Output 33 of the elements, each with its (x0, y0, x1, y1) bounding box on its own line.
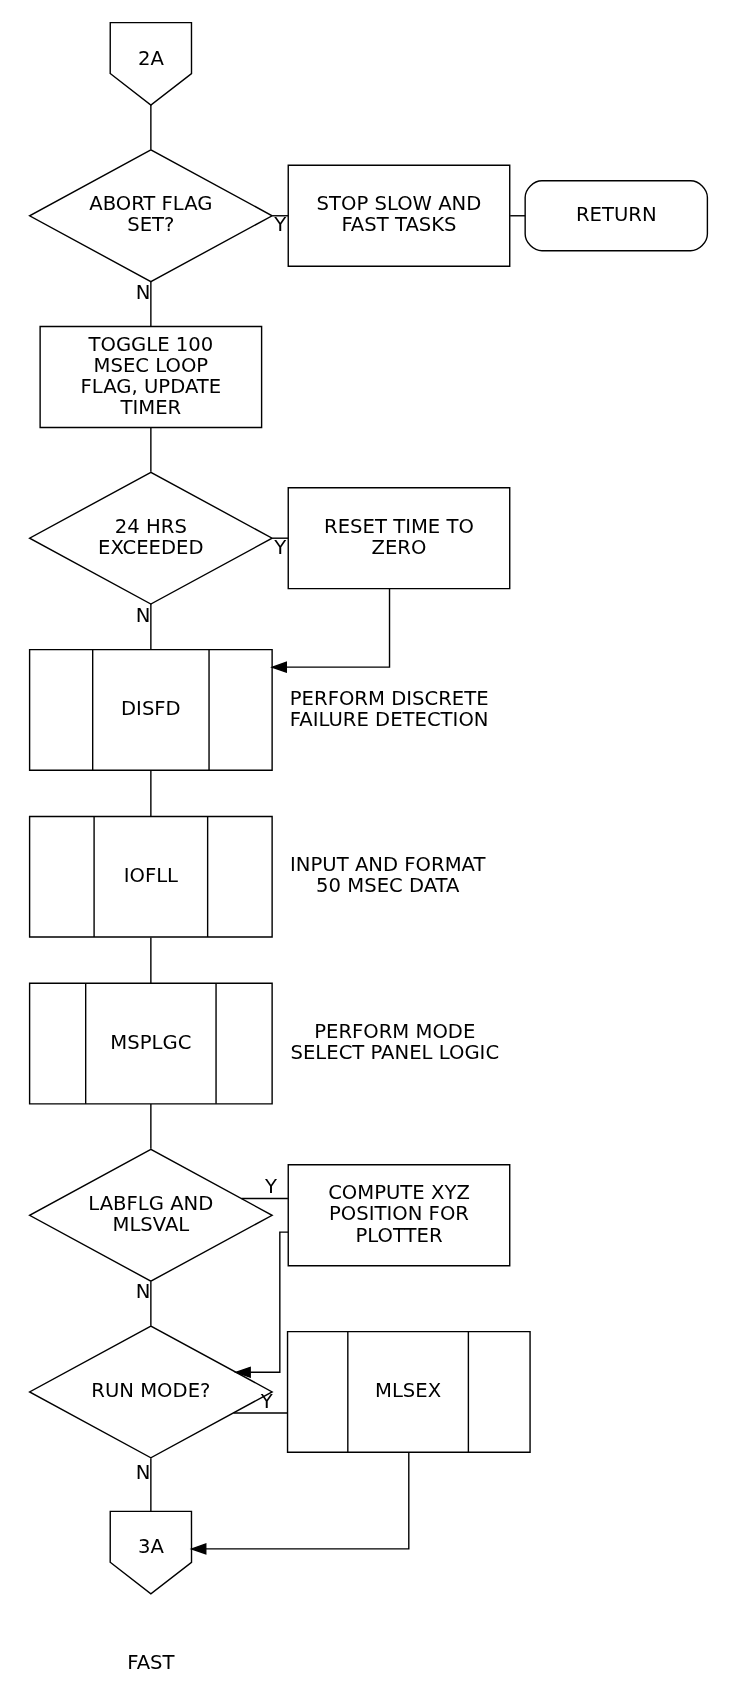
connector (240, 1197, 289, 1200)
arrow (189, 1451, 410, 1555)
connector (150, 603, 152, 651)
edge-label: Y (260, 1389, 273, 1413)
connector (232, 1412, 288, 1414)
node-diamond: ABORT FLAG SET? (28, 149, 274, 283)
node-label: PERFORM DISCRETE FAILURE DETECTION (289, 686, 489, 731)
node-box: RESET TIME TO ZERO (287, 487, 511, 590)
node-label: PERFORM MODE SELECT PANEL LOGIC (290, 1020, 500, 1065)
edge-label: N (135, 280, 151, 304)
edge-label: N (135, 1280, 151, 1304)
node-box: STOP SLOW AND FAST TASKS (287, 164, 511, 267)
edge-label: Y (274, 213, 287, 237)
connector (150, 1457, 152, 1512)
connector (150, 281, 152, 327)
connector (150, 769, 152, 818)
node-box: TOGGLE 100 MSEC LOOP FLAG, UPDATE TIMER (39, 325, 263, 429)
edge-label: N (135, 1461, 151, 1485)
connector (271, 537, 289, 539)
connector (150, 936, 152, 984)
connector (150, 426, 152, 473)
node-label: INPUT AND FORMAT 50 MSEC DATA (290, 853, 486, 898)
node-box: RETURN (524, 180, 709, 252)
connector (150, 104, 152, 151)
label: FAST (127, 1651, 175, 1675)
connector (150, 1103, 152, 1150)
edge-label: Y (274, 535, 287, 559)
connector (150, 1280, 152, 1327)
arrow (234, 1231, 289, 1379)
edge-label: N (135, 603, 151, 627)
node-diamond: 24 HRS EXCEEDED (28, 471, 274, 605)
arrow (270, 588, 391, 674)
node-box: COMPUTE XYZ POSITION FOR PLOTTER (287, 1164, 511, 1267)
